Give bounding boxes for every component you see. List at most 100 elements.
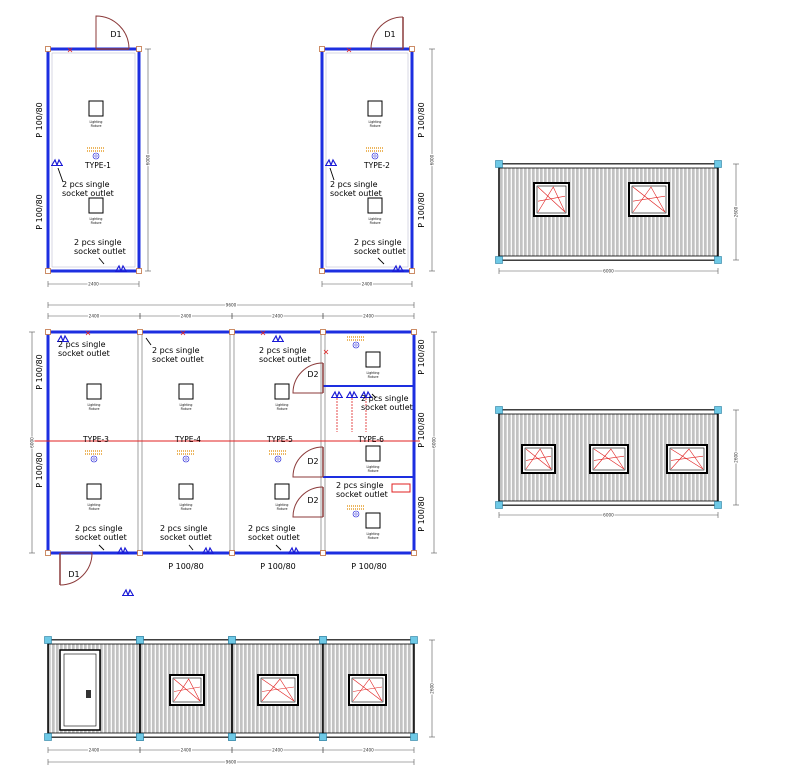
switch-icon [92, 457, 96, 461]
corner-casting [714, 160, 722, 168]
door-swing-icon [292, 446, 324, 478]
dimension-text: 6000 [603, 269, 614, 274]
corner-post [137, 329, 143, 335]
leader-line [145, 337, 152, 346]
window-opening-lines [537, 186, 566, 213]
dimension-text: 2400 [272, 314, 283, 319]
socket-outlet-glyph [272, 334, 284, 342]
lighting-fixture-icon [367, 100, 383, 117]
container-bottom-rail [322, 732, 415, 738]
socket-outlet-icon [57, 334, 69, 342]
window-opening-lines [352, 678, 383, 702]
room-wall-type1 [46, 47, 141, 273]
socket-outlet-label: socket outlet [361, 403, 413, 412]
room-type-label: TYPE-6 [357, 435, 384, 444]
door-swing-icon [370, 16, 404, 50]
container-bottom-rail [231, 732, 324, 738]
dimension-text: 9600 [226, 760, 237, 765]
socket-outlet-glyph [115, 264, 127, 272]
socket-outlet-icon [360, 390, 372, 398]
window-label: P 100/80 [417, 339, 426, 375]
socket-outlet-glyph [122, 588, 134, 596]
switch-icon [354, 343, 358, 347]
socket-outlet-label: 2 pcs single [75, 524, 123, 533]
leader-line [377, 257, 385, 265]
corner-post [136, 46, 142, 52]
lighting-fixture-label: Fixture [370, 221, 381, 225]
corner-casting [136, 636, 144, 644]
corner-casting [228, 636, 236, 644]
lighting-fixture-label: Fixture [91, 124, 102, 128]
socket-outlet-icon [392, 264, 404, 272]
container-bottom-rail [498, 255, 719, 261]
dimension-text: 2600 [734, 452, 739, 463]
lighting-fixture-label: Lighting [367, 371, 380, 375]
socket-outlet-glyph [331, 390, 343, 398]
socket-outlet-label: 2 pcs single [62, 180, 110, 189]
container-bottom-rail [498, 500, 719, 506]
corner-post [45, 46, 51, 52]
lighting-fixture-label: Fixture [370, 124, 381, 128]
dimension-text: 2400 [89, 748, 100, 753]
room-type-label: TYPE-4 [174, 435, 201, 444]
leader-line [98, 544, 105, 551]
window-label: P 100/80 [35, 452, 44, 488]
dimension-text: 2600 [430, 683, 435, 694]
door-swing-icon [292, 486, 324, 518]
window-label: P 100/80 [417, 102, 426, 138]
socket-outlet-icon [122, 588, 134, 596]
window-opening-lines [593, 448, 625, 470]
lighting-fixture-icon [178, 483, 194, 500]
leader-line [188, 544, 194, 551]
window-opening-lines [525, 448, 552, 470]
switch-icon [92, 152, 100, 160]
socket-outlet-label: socket outlet [74, 247, 126, 256]
corner-casting [714, 256, 722, 264]
dimension-text: 2400 [89, 314, 100, 319]
door-handle [86, 690, 91, 698]
door-label: D1 [68, 570, 79, 579]
corner-post [45, 329, 51, 335]
door-swing-icon [95, 15, 130, 50]
corner-casting [136, 733, 144, 741]
socket-outlet-label: socket outlet [330, 189, 382, 198]
dimension-text: 2400 [272, 748, 283, 753]
lighting-fixture-label: Lighting [369, 120, 382, 124]
lighting-fixture-icon [88, 197, 104, 214]
corner-post [137, 550, 143, 556]
socket-outlet-icon [115, 264, 127, 272]
socket-outlet-glyph [360, 390, 372, 398]
dimension-text: 6000 [30, 437, 35, 448]
window-label: P 100/80 [168, 562, 204, 571]
corner-post [136, 268, 142, 274]
socket-outlet-label: socket outlet [62, 189, 114, 198]
lighting-fixture-icon [365, 512, 381, 529]
lighting-fixture-label: Fixture [368, 375, 379, 379]
corner-casting [319, 733, 327, 741]
window-label: P 100/80 [417, 496, 426, 532]
socket-outlet-label: socket outlet [336, 490, 388, 499]
lighting-fixture-icon [367, 197, 383, 214]
lighting-fixture-label: Fixture [89, 407, 100, 411]
door-label: D1 [384, 30, 395, 39]
container-top-rail [139, 639, 233, 645]
leader-line [275, 544, 282, 551]
lighting-fixture-label: Fixture [181, 407, 192, 411]
corner-casting [44, 733, 52, 741]
corner-post [319, 268, 325, 274]
socket-outlet-label: 2 pcs single [259, 346, 307, 355]
socket-outlet-glyph [325, 158, 337, 166]
red-marker [180, 330, 186, 336]
lighting-fixture-label: Fixture [277, 507, 288, 511]
switch-icon [352, 341, 360, 349]
corner-casting [410, 733, 418, 741]
container-top-rail [498, 409, 719, 415]
switch-icon [274, 455, 282, 463]
socket-outlet-label: socket outlet [259, 355, 311, 364]
socket-outlet-glyph [51, 158, 63, 166]
corner-casting [714, 406, 722, 414]
corner-post [411, 550, 417, 556]
dimension-text: 2400 [181, 748, 192, 753]
switch-icon [352, 510, 360, 518]
lighting-fixture-icon [274, 483, 290, 500]
